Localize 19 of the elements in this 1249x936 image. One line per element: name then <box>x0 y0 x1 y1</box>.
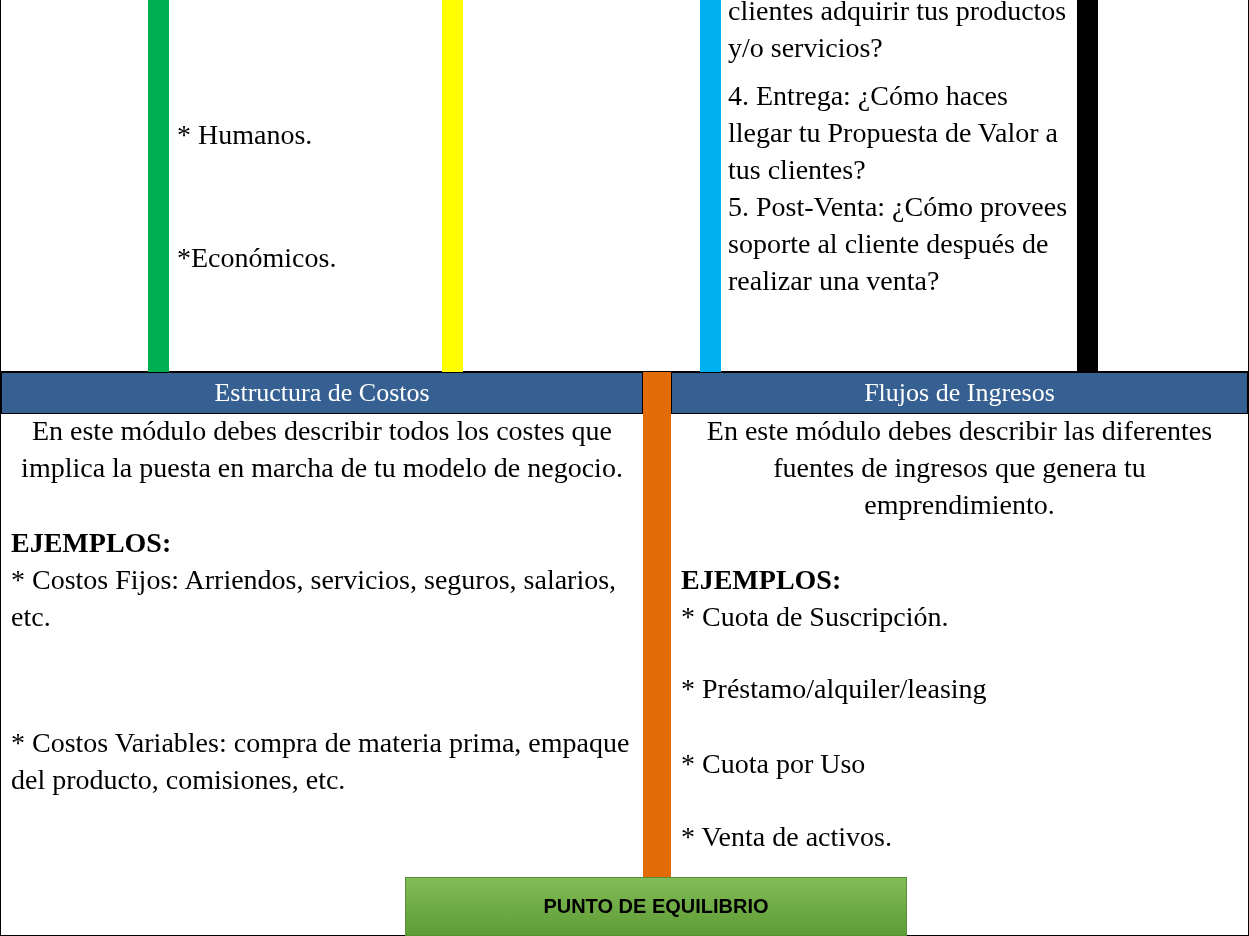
body-text: * Cuota por Uso <box>681 747 867 781</box>
body-text: En este módulo debes describir las diferentes fuentes de ingresos que genera tu emprendimiento. <box>705 414 1214 522</box>
equilibrium-button: PUNTO DE EQUILIBRIO <box>405 877 907 936</box>
body-text: * Cuota de Suscripción. <box>681 600 950 634</box>
body-text: * Costos Variables: compra de materia prima, empaque del producto, comisiones, etc. <box>11 726 631 797</box>
body-text: *Económicos. <box>177 241 338 275</box>
section-heading: EJEMPLOS: <box>11 526 173 560</box>
panel-header: Estructura de Costos <box>1 372 643 414</box>
section-heading: EJEMPLOS: <box>681 563 843 597</box>
body-text: * Humanos. <box>177 118 314 152</box>
body-text: * Préstamo/alquiler/leasing <box>681 672 988 706</box>
body-text: 4. Entrega: ¿Cómo haces llegar tu Propuesta de Valor a tus clientes? <box>728 79 1059 187</box>
body-text: En este módulo debes describir todos los costes que implica la puesta en marcha de tu modelo de negocio. <box>20 414 624 485</box>
body-text: * Venta de activos. <box>681 820 893 854</box>
body-text: clientes adquirir tus productos y/o servicios? <box>728 0 1068 65</box>
body-text: * Costos Fijos: Arriendos, servicios, seguros, salarios, etc. <box>11 563 618 634</box>
module-panel <box>0 372 671 877</box>
panel-header: Flujos de Ingresos <box>671 372 1248 414</box>
body-text: 5. Post-Venta: ¿Cómo provees soporte al cliente después de realizar una venta? <box>728 190 1069 298</box>
